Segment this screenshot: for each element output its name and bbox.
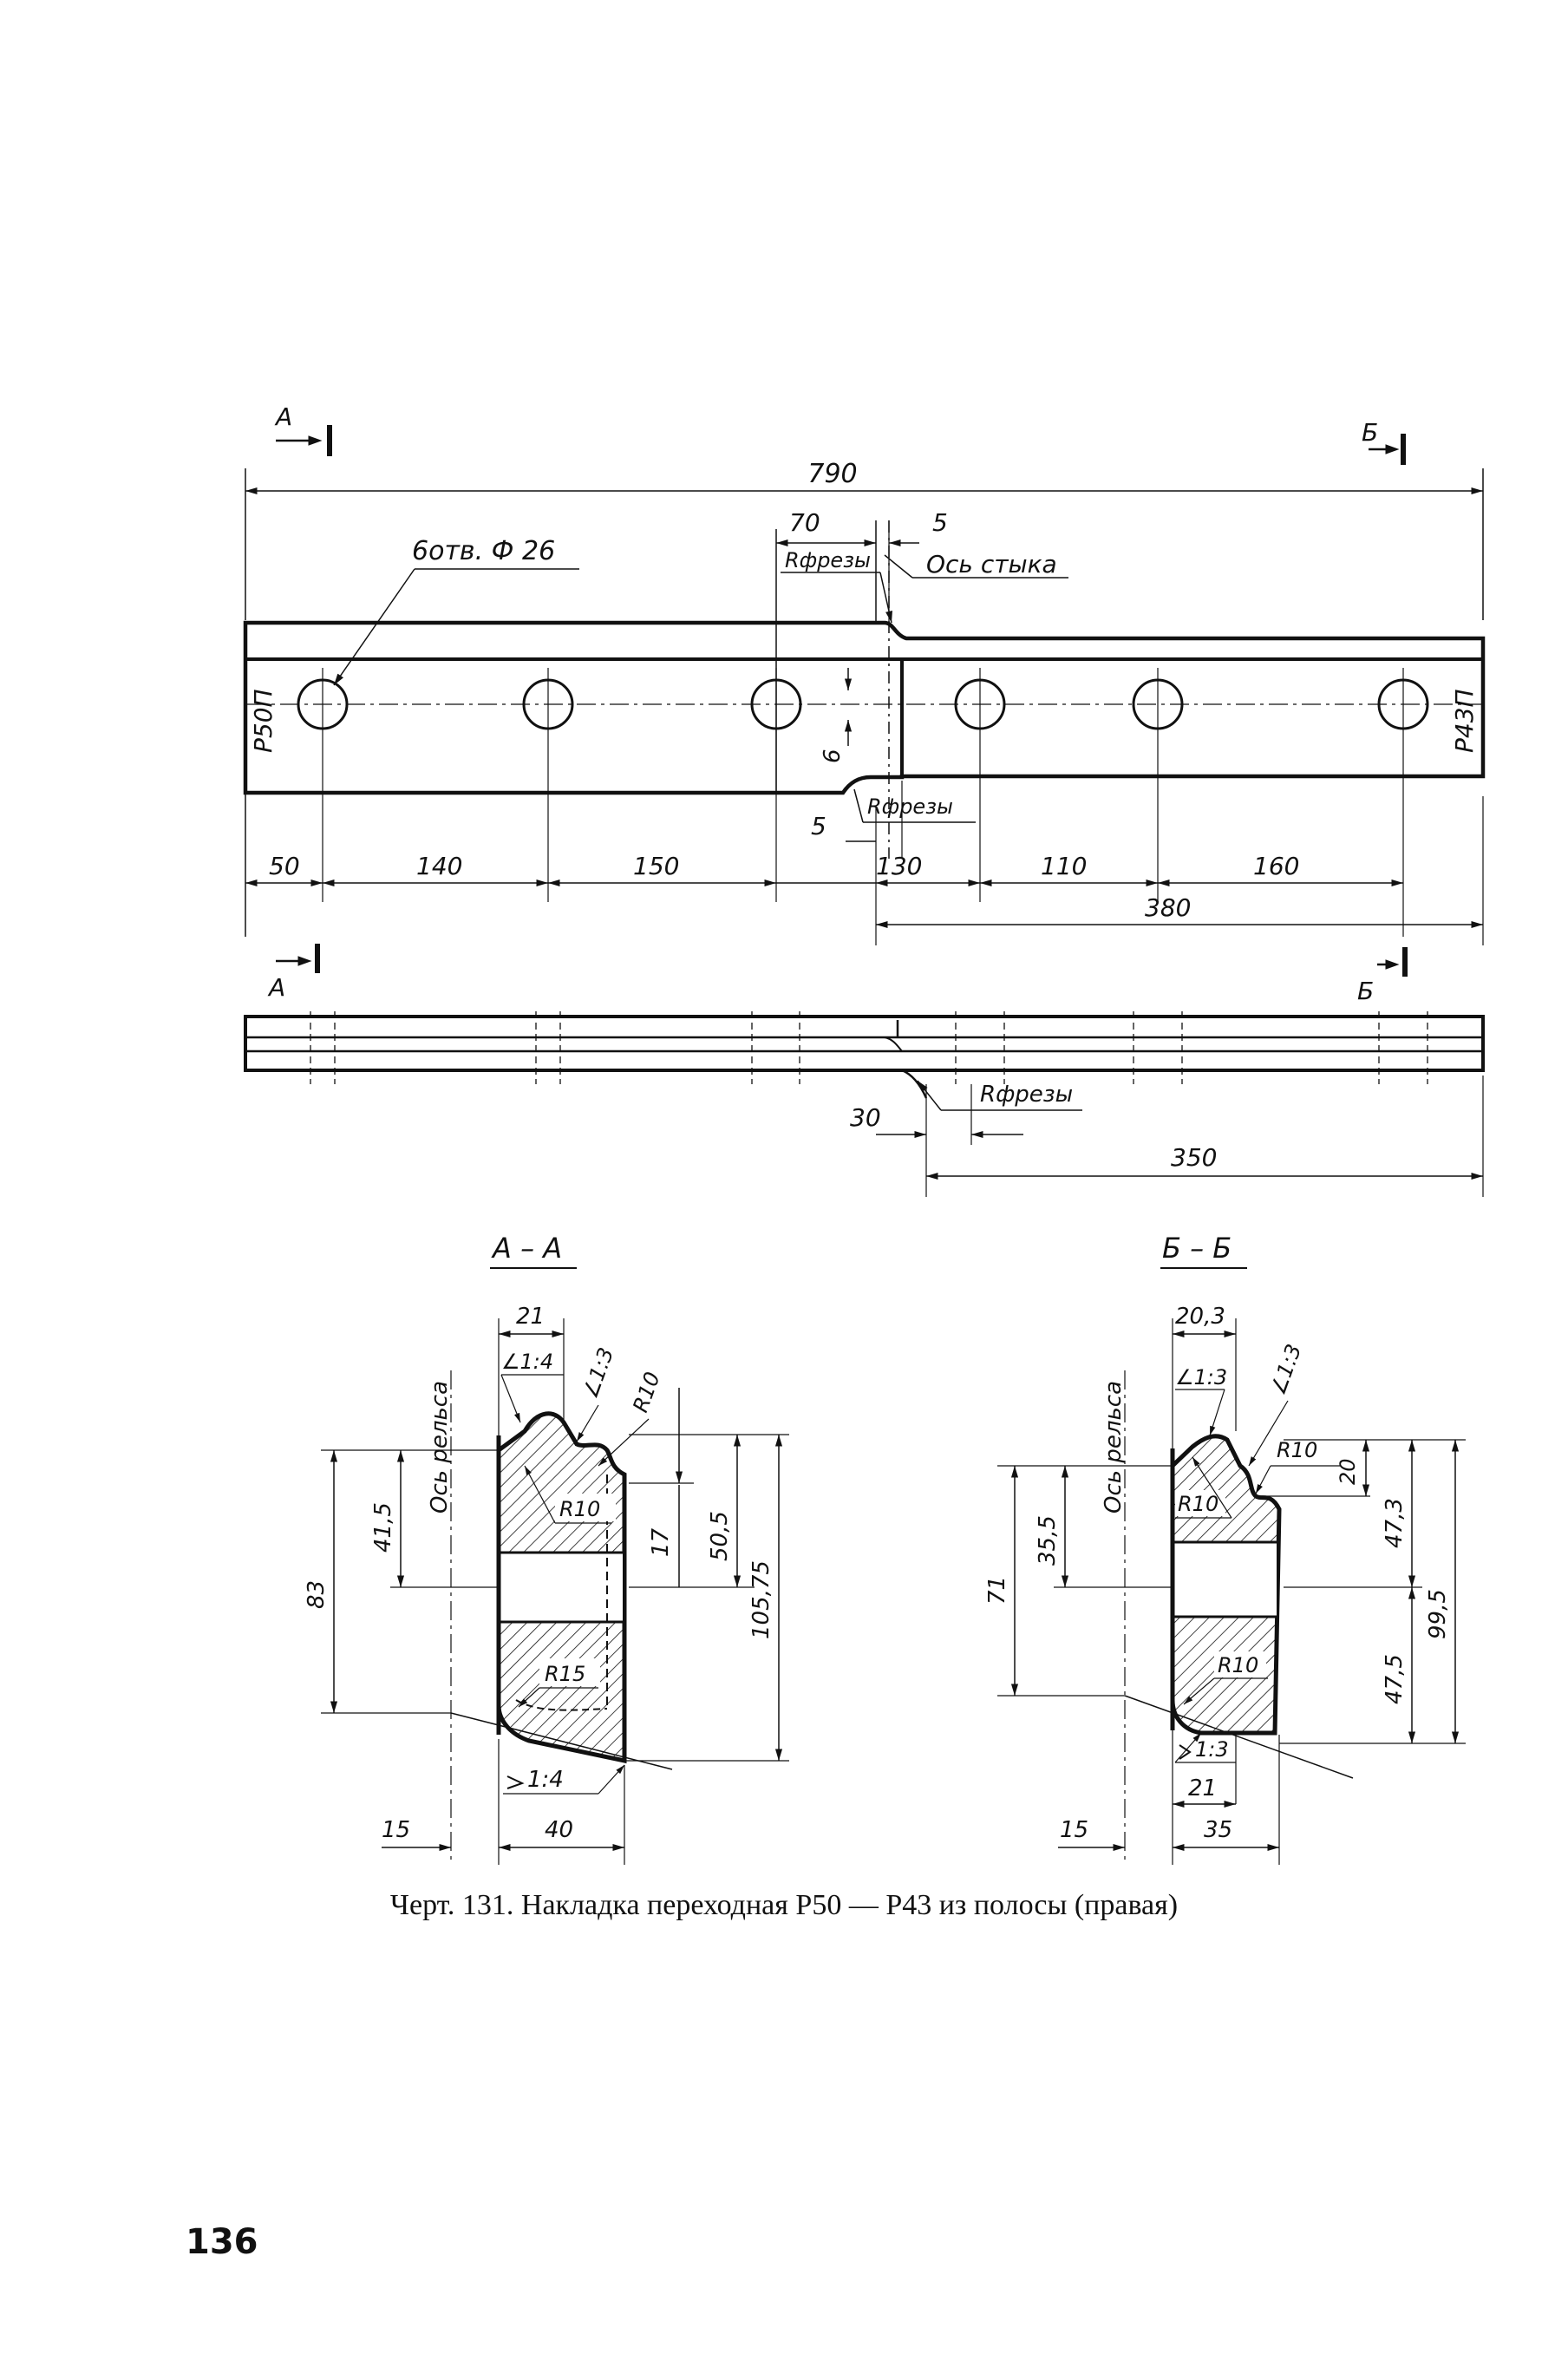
section-a-a-dim-40: 40 <box>545 1817 573 1843</box>
section-a-a-dim-50-5: 50,5 <box>707 1511 733 1561</box>
dim-5-top: 5 <box>932 508 948 537</box>
section-a-a-dim-41-5: 41,5 <box>370 1502 396 1553</box>
section-a-a-dim-21: 21 <box>516 1304 545 1330</box>
dim-5-bottom: 5 <box>811 812 826 840</box>
mill-radius-label-side: Rфрезы <box>980 1082 1073 1108</box>
section-b-b-dim-20: 20 <box>1336 1458 1360 1485</box>
section-b-b-dim-35: 35 <box>1204 1817 1232 1843</box>
mill-radius-label-bottom: Rфрезы <box>867 794 953 819</box>
section-a-a-slope-bottom: 1:4 <box>527 1767 564 1793</box>
section-b-b-slope-13-left: ∠1:3 <box>1175 1365 1227 1389</box>
bolt-holes <box>297 678 1429 730</box>
section-b-mark-top <box>1369 434 1406 465</box>
section-a-label-top: А <box>274 402 292 431</box>
section-b-b: Б – Б Ось рельса 20,3 ∠1:3 ∠1:3 R10 R10 … <box>984 1232 1466 1865</box>
section-a-a-slope-13: ∠1:3 <box>578 1344 618 1402</box>
section-b-b-axis-label: Ось рельса <box>1101 1381 1127 1514</box>
mill-radius-label-top: Rфрезы <box>785 548 871 572</box>
section-a-a-r10-top: R10 <box>628 1369 664 1416</box>
dim-790: 790 <box>807 459 857 489</box>
section-a-a: А – А Ось рельса 21 ∠1:4 ∠1:3 R10 R10 <box>304 1232 789 1865</box>
dim-350: 350 <box>1171 1143 1217 1172</box>
rail-label-left: Р50П <box>249 689 278 753</box>
page-number: 136 <box>186 2222 258 2262</box>
section-a-mark-top <box>276 425 332 456</box>
section-b-b-slope-bottom: 1:3 <box>1195 1737 1229 1762</box>
plan-view: А Б 790 70 5 Rфрезы Ось стыка 6отв. Ф 26 <box>243 402 1486 945</box>
section-a-a-dim-15: 15 <box>382 1817 410 1843</box>
dim-6: 6 <box>820 749 846 763</box>
dim-150: 150 <box>633 852 679 880</box>
section-b-b-dim-21: 21 <box>1188 1775 1217 1801</box>
section-a-a-r10-inner: R10 <box>559 1497 600 1521</box>
section-a-a-axis-label: Ось рельса <box>427 1381 453 1514</box>
section-b-b-dim-99-5: 99,5 <box>1425 1589 1451 1639</box>
plate-outline-side <box>244 1015 1485 1072</box>
section-a-label-bottom: А <box>267 973 285 1002</box>
section-a-a-r15: R15 <box>545 1662 585 1686</box>
plate-outline-plan <box>243 620 1486 795</box>
section-a-a-dim-105-75: 105,75 <box>748 1560 774 1639</box>
section-b-b-dim-47-5: 47,5 <box>1382 1654 1408 1704</box>
holes-label: 6отв. Ф 26 <box>412 536 555 566</box>
section-a-a-dim-83: 83 <box>304 1580 330 1609</box>
section-a-a-dim-17: 17 <box>648 1527 674 1557</box>
section-b-b-slope-13-right: ∠1:3 <box>1265 1341 1306 1398</box>
figure-caption: Черт. 131. Накладка переходная Р50 — Р43… <box>389 1889 1179 1921</box>
section-a-mark-bottom <box>276 944 320 973</box>
section-b-b-title: Б – Б <box>1162 1232 1232 1265</box>
section-b-label-bottom: Б <box>1357 977 1374 1005</box>
dim-30: 30 <box>850 1103 881 1132</box>
dim-50: 50 <box>269 852 300 880</box>
dim-160: 160 <box>1253 852 1299 880</box>
section-b-b-dim-15: 15 <box>1060 1817 1088 1843</box>
dim-380: 380 <box>1145 893 1191 922</box>
dim-140: 140 <box>416 852 462 880</box>
rail-label-right: Р43П <box>1450 689 1479 753</box>
section-b-b-r10-top: R10 <box>1277 1438 1317 1462</box>
dim-110: 110 <box>1041 852 1087 880</box>
side-view: А Б Rф <box>244 944 1485 1197</box>
section-b-b-dim-47-3: 47,3 <box>1382 1498 1408 1548</box>
joint-axis-label: Ось стыка <box>926 550 1057 579</box>
dim-70: 70 <box>789 508 820 537</box>
dim-130: 130 <box>876 852 922 880</box>
section-b-b-dim-20-3: 20,3 <box>1175 1304 1225 1330</box>
section-b-b-dim-35-5: 35,5 <box>1035 1515 1061 1566</box>
section-a-a-slope-14: ∠1:4 <box>501 1350 553 1374</box>
section-b-label-top: Б <box>1362 418 1378 447</box>
section-b-b-dim-71: 71 <box>984 1576 1010 1605</box>
section-b-b-r10-inner: R10 <box>1178 1492 1218 1516</box>
section-b-b-r10-bottom: R10 <box>1218 1653 1258 1677</box>
section-a-a-title: А – А <box>491 1232 562 1265</box>
section-b-mark-bottom <box>1377 947 1408 977</box>
